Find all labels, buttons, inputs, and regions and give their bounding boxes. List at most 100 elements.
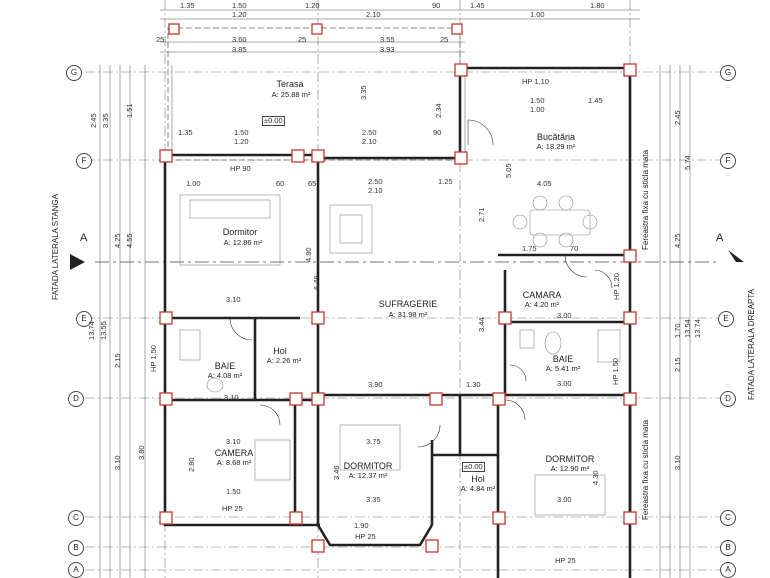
dim-right-1374: 13.74 (693, 319, 702, 338)
room-area-hol-west: A: 2.26 m² (266, 356, 302, 365)
dim-left-335: 3.35 (101, 113, 110, 128)
dim-salon-344: 3.44 (477, 317, 486, 332)
section-arrow-left (70, 254, 85, 270)
window-note-lower: Fereastra fixa cu sticla mata (641, 419, 650, 520)
room-name-sufragerie: SUFRAGERIE (378, 299, 438, 309)
axis-label-a-right: A (720, 562, 736, 578)
dim-top-r3-2: 25 (298, 35, 307, 44)
room-name-camara: CAMARA (522, 290, 562, 300)
furniture (179, 194, 621, 516)
axis-label-c-left: C (68, 510, 84, 526)
dim-camara-70: 70 (570, 244, 579, 253)
axis-label-b-left: B (68, 540, 84, 556)
dim-mid-390: 3.90 (368, 380, 383, 389)
hp-mark-150-east: HP 1.50 (611, 358, 620, 385)
dim-dorm-65: 65 (308, 179, 317, 188)
dim-terasa-234: 2.34 (434, 103, 443, 118)
dim-right-310: 3.10 (673, 455, 682, 470)
room-area-baie-west: A: 4.08 m² (207, 371, 243, 380)
dim-top-r3-0: 25 (156, 35, 165, 44)
hp-mark-120: HP 1.20 (612, 273, 621, 300)
window-note-upper: Fereastra fixa cu sticla mata (641, 149, 650, 250)
hp-mark-90: HP 90 (230, 164, 251, 173)
dim-bottom-190: 1.90 (354, 521, 369, 530)
dim-salon-210: 2.10 (368, 186, 383, 195)
axis-label-f-left: F (76, 153, 92, 169)
dim-right-170: 1.70 (673, 323, 682, 338)
dim-top-r2-1: 2.10 (366, 10, 381, 19)
dim-kitchen-145: 1.45 (588, 96, 603, 105)
dim-top-r1-0: 1.35 (180, 1, 195, 10)
axis-label-e-right: E (718, 311, 734, 327)
level-mark-hol: ±0.00 (462, 462, 485, 472)
dim-terasa-90: 90 (433, 128, 442, 137)
dim-camera-280: 2.80 (187, 457, 196, 472)
dim-left-215: 2.15 (113, 353, 122, 368)
axis-label-e-left: E (76, 311, 92, 327)
dim-kitchen-150: 1.50 (530, 96, 545, 105)
dim-baie-300: 3.00 (557, 379, 572, 388)
room-area-bucataria: A: 18.29 m² (536, 142, 576, 151)
hp-mark-25-dormitor: HP 25 (355, 532, 376, 541)
room-name-terasa: Terasa (276, 79, 304, 89)
dim-dormitor-375: 3.75 (366, 437, 381, 446)
room-name-dormitor-nw: Dormitor (222, 227, 258, 237)
axis-label-d-right: D (720, 391, 736, 407)
room-area-camera: A: 8.68 m² (216, 458, 252, 467)
dim-dormitor-346: 3.46 (332, 465, 341, 480)
axis-label-g-right: G (720, 65, 736, 81)
dim-top-r4-0: 3.85 (232, 45, 247, 54)
room-area-baie-east: A: 5.41 m² (545, 364, 581, 373)
room-name-bucataria: Bucătăria (536, 132, 576, 142)
dim-left-1374: 13.74 (87, 321, 96, 340)
dim-kitchen-505: 5.05 (504, 163, 513, 178)
dim-terasa-335: 3.35 (359, 85, 368, 100)
walls (163, 66, 632, 578)
dim-salon-646: 6.46 (312, 275, 321, 290)
dim-kitchen-100: 1.00 (530, 105, 545, 114)
section-label-left: A (80, 232, 88, 244)
dim-mid-130: 1.30 (466, 380, 481, 389)
axis-label-a-left: A (68, 562, 84, 578)
dim-left-310: 3.10 (113, 455, 122, 470)
room-name-hol-west: Hol (273, 346, 287, 356)
room-area-dormitor-south: A: 12.37 m² (348, 471, 388, 480)
room-area-dormitor-east: A: 12.90 m² (550, 464, 590, 473)
door-swings (229, 119, 613, 448)
room-name-dormitor-south: DORMITOR (343, 461, 393, 471)
dim-top-r3-3: 3.55 (380, 35, 395, 44)
dim-right-574: 5.74 (683, 155, 692, 170)
axis-label-f-right: F (720, 153, 736, 169)
section-label-right: A (716, 232, 724, 244)
dim-baie-310: 3.10 (224, 393, 239, 402)
dim-right-215: 2.15 (673, 357, 682, 372)
dim-left-455: 4.55 (125, 233, 134, 248)
dim-salon-250: 2.50 (368, 177, 383, 186)
dim-left-151: 1.51 (125, 103, 134, 118)
dim-top-r1-1: 1.50 (232, 1, 247, 10)
dim-salon-125: 1.25 (438, 177, 453, 186)
room-area-dormitor-nw: A: 12.86 m² (223, 238, 263, 247)
dim-terasa-120: 1.20 (234, 137, 249, 146)
hp-mark-25-camera: HP 25 (222, 504, 243, 513)
dim-terasa-135: 1.35 (178, 128, 193, 137)
dim-left-425: 4.25 (113, 233, 122, 248)
dim-top-r1-3: 90 (432, 1, 441, 10)
dim-camara-175: 1.75 (522, 244, 537, 253)
dim-top-r1-4: 1.45 (470, 1, 485, 10)
room-area-camara: A: 4.20 m² (524, 300, 560, 309)
dim-dorm-east-430: 4.30 (591, 470, 600, 485)
room-name-dormitor-east: DORMITOR (545, 454, 595, 464)
dim-terasa-250: 2.50 (362, 128, 377, 137)
hp-mark-150-west: HP 1.50 (149, 345, 158, 372)
dim-right-425: 4.25 (673, 233, 682, 248)
room-name-baie-east: BAIE (552, 354, 574, 364)
dim-terasa-150: 1.50 (234, 128, 249, 137)
axis-label-c-right: C (720, 510, 736, 526)
dim-salon-271: 2.71 (477, 207, 486, 222)
dim-camera-150: 1.50 (226, 487, 241, 496)
dim-terasa-210: 2.10 (362, 137, 377, 146)
dim-left-380: 3.80 (137, 445, 146, 460)
dim-top-r3-4: 25 (440, 35, 449, 44)
